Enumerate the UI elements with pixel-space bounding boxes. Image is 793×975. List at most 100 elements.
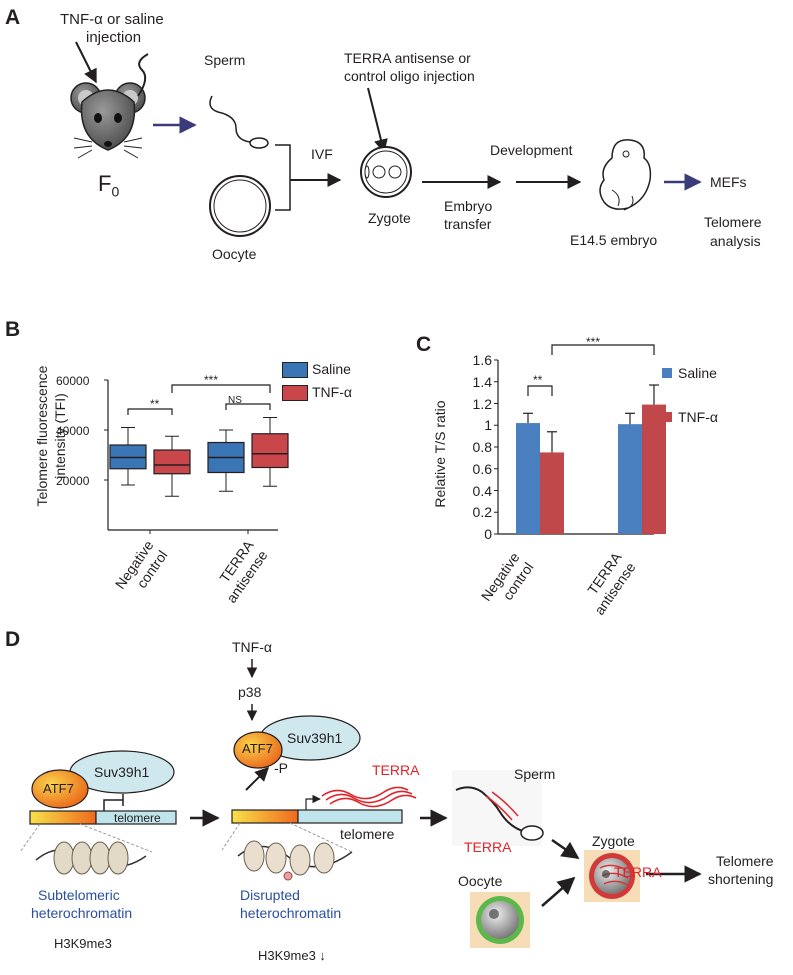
p38-label: p38 xyxy=(238,684,262,700)
outcome-line1: Telomere xyxy=(716,853,774,869)
c-sig-negative: ** xyxy=(533,373,543,387)
terra-rna xyxy=(321,786,417,808)
atf7-label-middle: ATF7 xyxy=(242,741,273,756)
subtelomere-bar xyxy=(29,810,97,825)
oocyte-icon xyxy=(209,175,271,237)
disrupted-line2: heterochromatin xyxy=(240,905,342,921)
terra-label-middle: TERRA xyxy=(372,762,420,778)
panel-a-label: A xyxy=(5,6,21,29)
c-bracket-tnf xyxy=(551,344,655,355)
telomere-label-middle: telomere xyxy=(340,826,395,842)
tnf-alpha-label: TNF-α xyxy=(232,639,272,655)
telomere-bar xyxy=(297,809,403,824)
development-label: Development xyxy=(490,142,573,158)
b-box xyxy=(153,449,191,475)
nucleosome-icon xyxy=(221,822,353,881)
c-ytick: 1 xyxy=(484,417,492,434)
c-ytick: 0.8 xyxy=(472,439,492,455)
c-legend-tnf: TNF-α xyxy=(678,409,718,425)
b-ytick: 20000 xyxy=(56,474,90,488)
c-bar xyxy=(540,452,564,534)
c-bar xyxy=(642,404,666,534)
c-ytick: 1.6 xyxy=(472,352,492,368)
nucleosome-icon xyxy=(19,823,153,875)
embryo-icon xyxy=(599,139,652,211)
c-bar xyxy=(516,423,540,534)
b-sig-negative: ** xyxy=(150,397,160,411)
embryo-label: E14.5 embryo xyxy=(570,232,658,248)
c-bracket-negative xyxy=(527,385,553,396)
b-legend-swatch-saline xyxy=(282,362,308,378)
b-bracket-negative xyxy=(127,408,173,415)
c-legend-swatch-saline xyxy=(662,368,672,378)
mefs-label: MEFs xyxy=(710,174,747,190)
atf7-protein xyxy=(31,769,89,809)
c-sig-tnf: *** xyxy=(586,335,601,349)
b-box xyxy=(251,433,289,469)
f0-text: F xyxy=(98,171,112,196)
embryo-transfer-line1: Embryo xyxy=(444,198,493,214)
c-ytick: 0 xyxy=(484,526,492,542)
telomere-analysis-line2: analysis xyxy=(710,233,761,249)
mouse-icon xyxy=(70,53,149,159)
oligo-line1: TERRA antisense or xyxy=(344,50,471,66)
c-ytick: 0.2 xyxy=(472,504,492,521)
f0-subscript: 0 xyxy=(111,183,120,200)
telomere-label-left: telomere xyxy=(114,811,161,825)
b-legend-swatch-tnf xyxy=(282,385,308,401)
ivf-label: IVF xyxy=(311,146,333,162)
telomere-bar xyxy=(95,810,177,825)
oocyte-label-d: Oocyte xyxy=(458,873,503,889)
h3k9me3-down: H3K9me3 ↓ xyxy=(258,948,326,963)
sperm-icon xyxy=(209,95,269,149)
tnf-injection-line1: TNF-α or saline xyxy=(60,11,164,28)
c-ytick: 1.2 xyxy=(472,395,492,412)
b-ytick: 60000 xyxy=(56,374,90,388)
subtelomeric-line2: heterochromatin xyxy=(31,905,133,921)
b-legend-saline: Saline xyxy=(312,361,351,377)
c-ytick: 1.4 xyxy=(472,373,492,390)
atf7-label: ATF7 xyxy=(43,781,74,796)
c-ytick: 0.4 xyxy=(472,482,492,499)
zygote-label-d: Zygote xyxy=(592,833,635,849)
b-sig-ns: NS xyxy=(228,395,242,406)
sperm-label: Sperm xyxy=(204,52,246,68)
c-legend-saline: Saline xyxy=(678,365,717,381)
telomere-analysis-line1: Telomere xyxy=(704,214,762,230)
c-bar xyxy=(618,424,642,534)
b-legend-tnf: TNF-α xyxy=(312,384,352,400)
zygote-icon xyxy=(584,850,640,902)
f0-label: F0 xyxy=(98,172,119,203)
c-legend-swatch-tnf xyxy=(662,412,672,422)
b-sig-tnf: *** xyxy=(204,373,219,387)
b-bracket-ns xyxy=(225,403,271,410)
suv39h1-label-middle: Suv39h1 xyxy=(287,730,343,746)
oocyte-label: Oocyte xyxy=(212,246,257,262)
terra-label-sperm: TERRA xyxy=(464,839,512,855)
sperm-label-d: Sperm xyxy=(514,766,556,782)
oocyte-icon xyxy=(470,892,530,948)
phospho-label: -P xyxy=(274,760,288,776)
disrupted-line1: Disrupted xyxy=(240,887,300,903)
panel-c-label: C xyxy=(416,333,432,356)
outcome-line2: shortening xyxy=(708,871,774,887)
embryo-transfer-line2: transfer xyxy=(444,216,492,232)
terra-label-zygote: TERRA xyxy=(614,864,662,880)
sperm-icon xyxy=(452,770,544,846)
h3k9me3-left: H3K9me3 xyxy=(54,936,112,951)
tnf-injection-line2: injection xyxy=(86,29,142,46)
injection-arrow xyxy=(75,41,97,84)
oligo-line2: control oligo injection xyxy=(344,68,475,84)
c-ytick: 0.6 xyxy=(472,460,492,477)
subtelomere-bar xyxy=(231,809,299,824)
zygote-label: Zygote xyxy=(368,210,411,226)
b-bracket-tnf xyxy=(171,384,271,393)
panel-b-label: B xyxy=(5,318,21,341)
panel-d-label: D xyxy=(5,628,21,651)
b-ytick: 40000 xyxy=(56,424,90,438)
suv39h1-label: Suv39h1 xyxy=(94,764,150,780)
